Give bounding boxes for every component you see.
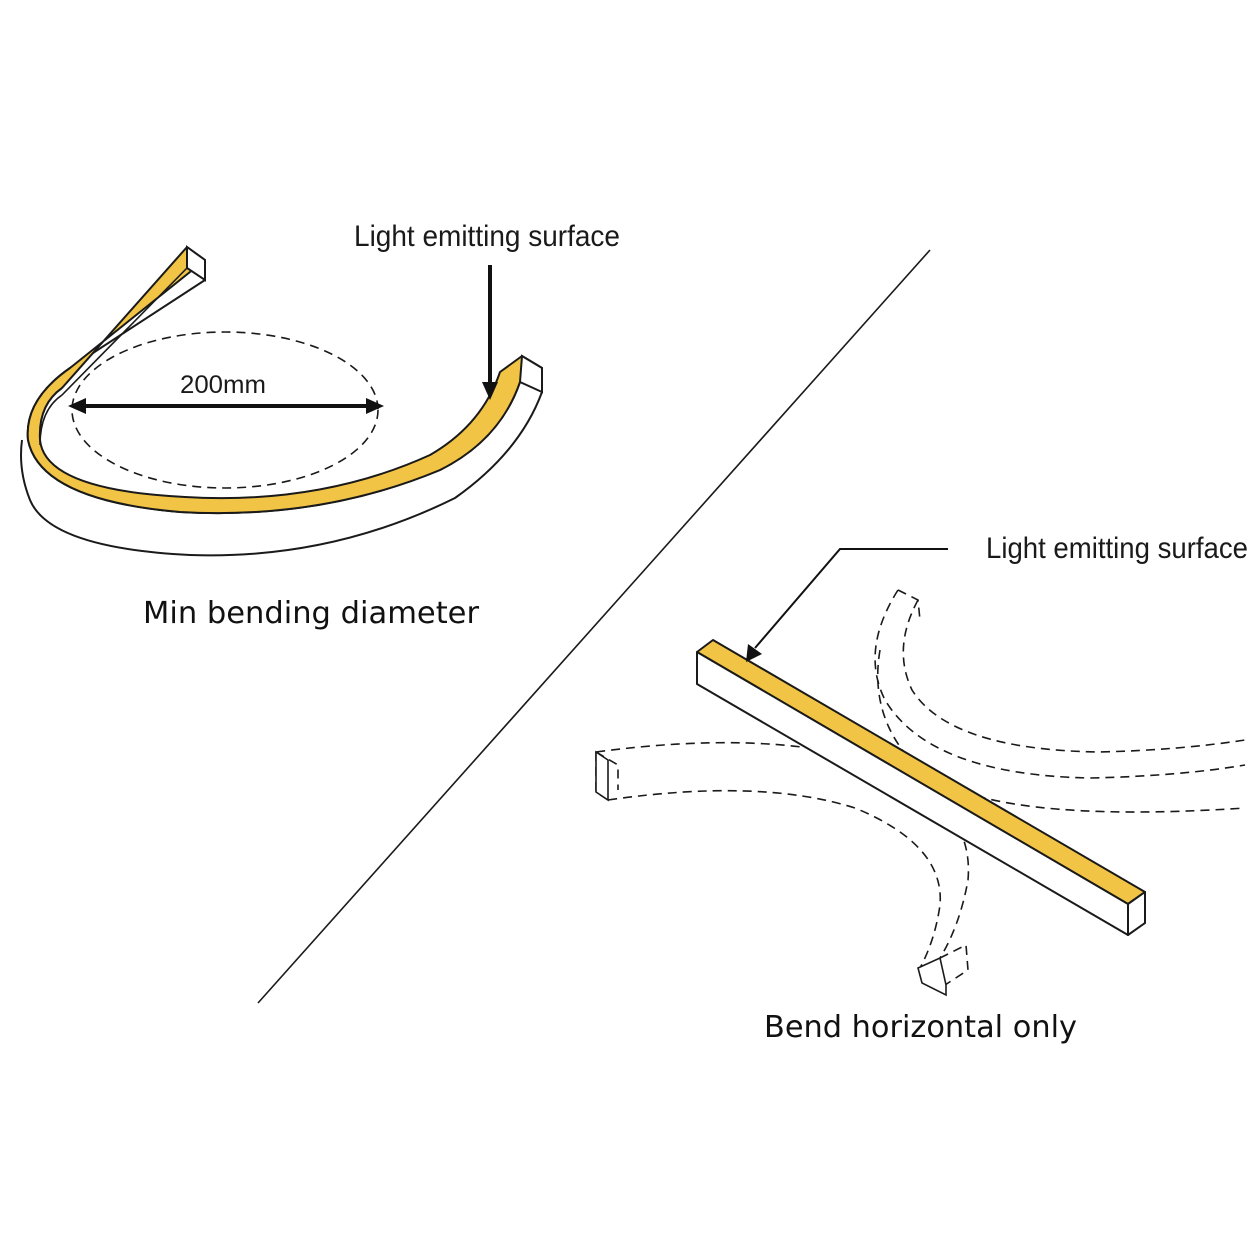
diameter-dimension [68, 398, 384, 414]
strip-end-cap-left [186, 245, 206, 282]
strip-end-cap-right [518, 354, 543, 394]
right-caption: Bend horizontal only [764, 1010, 1077, 1045]
straight-strip [696, 639, 1146, 936]
straight-strip-end-cap [1127, 891, 1146, 936]
left-callout-label: Light emitting surface [354, 220, 620, 253]
dimension-label: 200mm [180, 371, 266, 399]
right-callout-arrowhead-icon [746, 644, 762, 662]
straight-strip-top-face [696, 639, 1146, 905]
arrowhead-left-icon [68, 398, 86, 414]
strip-inner-edge [39, 267, 188, 446]
arrowhead-right-icon [366, 398, 384, 414]
bending-circle-dashed [71, 331, 379, 489]
left-caption: Min bending diameter [143, 596, 480, 631]
right-callout-label: Light emitting surface [986, 532, 1248, 565]
curved-strip [20, 245, 543, 557]
panel-divider [257, 249, 931, 1004]
left-callout-arrowhead-icon [482, 382, 498, 400]
ghost-strip-down-end [595, 750, 947, 997]
right-callout-leader [754, 548, 948, 649]
straight-strip-side-face [696, 651, 1129, 936]
